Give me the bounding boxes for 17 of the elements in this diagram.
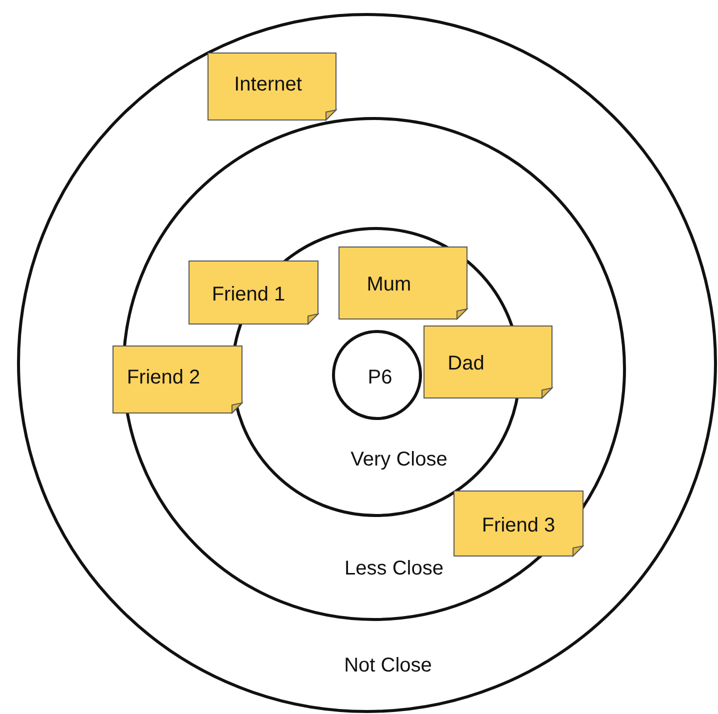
sticky-note	[454, 491, 583, 556]
sticky-note	[424, 326, 552, 398]
note-label: Internet	[234, 73, 302, 96]
ring-label: P6	[368, 366, 392, 390]
note-label: Mum	[366, 274, 412, 296]
ring-label: Less Close	[344, 558, 444, 580]
sticky-note	[113, 346, 242, 413]
sticky-note	[189, 261, 318, 324]
note-label: Friend 1	[212, 283, 286, 306]
sticky-note	[208, 53, 336, 120]
circle	[17, 13, 717, 713]
note-label: Friend 2	[126, 366, 200, 389]
ring-label: Very Close	[350, 448, 448, 472]
ring-label: Not Close	[344, 654, 432, 678]
note-label: Dad	[448, 352, 484, 376]
note-label: Friend 3	[482, 514, 556, 537]
sticky-note	[339, 247, 467, 319]
